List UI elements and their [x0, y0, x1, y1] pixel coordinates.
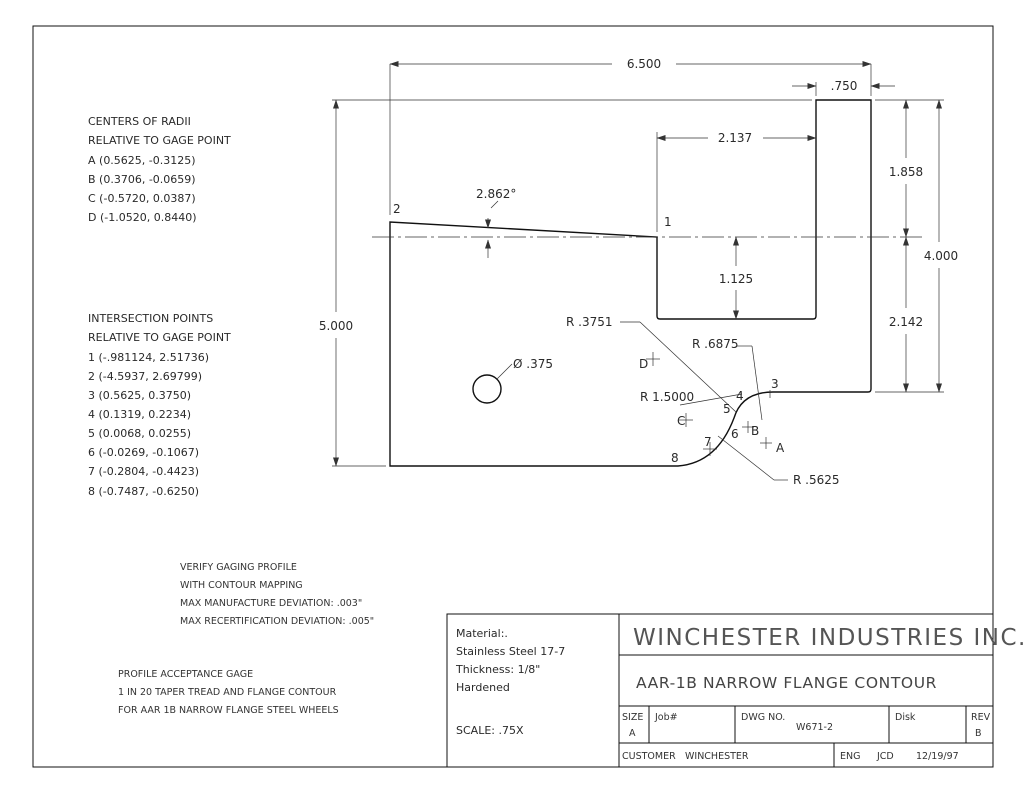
material-line: Stainless Steel 17-7: [456, 645, 565, 658]
hole-circle: [472, 374, 502, 404]
center-marks: [646, 352, 772, 456]
eng-label: ENG: [840, 751, 860, 762]
customer-value: WINCHESTER: [685, 751, 749, 762]
point-label: 7: [704, 435, 712, 449]
customer-label: CUSTOMER: [622, 751, 676, 762]
point-label: 5: [723, 402, 731, 416]
material-line: Thickness: 1/8": [455, 663, 540, 676]
point-label: 1: [664, 215, 672, 229]
radius-leader: [679, 393, 743, 406]
intersect-item: 8 (-0.7487, -0.6250): [88, 485, 199, 498]
intersect-item: 3 (0.5625, 0.3750): [88, 389, 191, 402]
intersect-item: 6 (-0.0269, -0.1067): [88, 446, 199, 459]
dim-left-height: 5.000: [319, 319, 353, 333]
dim-flange-width: .750: [831, 79, 858, 93]
radius-leader: [639, 321, 737, 413]
acceptance-line: 1 IN 20 TAPER TREAD AND FLANGE CONTOUR: [118, 687, 337, 698]
center-label-c: C: [677, 414, 685, 428]
acceptance-note: PROFILE ACCEPTANCE GAGE 1 IN 20 TAPER TR…: [118, 669, 339, 716]
point-label: 6: [731, 427, 739, 441]
drawing-date: 12/19/97: [916, 751, 959, 762]
angle-leader: [490, 200, 499, 209]
title-block-frame: [446, 613, 994, 768]
radius-leader: [751, 345, 763, 421]
point-label: 8: [671, 451, 679, 465]
title-block: Material:. Stainless Steel 17-7 Thicknes…: [446, 613, 1024, 768]
intersect-item: 1 (-.981124, 2.51736): [88, 351, 209, 364]
hole-dimension: Ø .375: [513, 357, 553, 371]
company-name: WINCHESTER INDUSTRIES INC.: [633, 625, 1024, 651]
material-line: Hardened: [456, 681, 510, 694]
point-label: 2: [393, 202, 401, 216]
radii-item: B (0.3706, -0.0659): [88, 173, 196, 186]
hole-leader: [496, 363, 513, 380]
point-label: 4: [736, 389, 744, 403]
dim-slot-width: 2.137: [718, 131, 752, 145]
radii-heading-2: RELATIVE TO GAGE POINT: [88, 134, 231, 147]
eng-value: JCD: [876, 751, 894, 762]
gage-profile-outline: [389, 99, 872, 467]
dim-right-lower: 2.142: [889, 315, 923, 329]
size-label: SIZE: [622, 712, 643, 723]
point-label: 3: [771, 377, 779, 391]
intersect-item: 2 (-4.5937, 2.69799): [88, 370, 202, 383]
rev-value: B: [975, 728, 982, 739]
verify-line: MAX RECERTIFICATION DEVIATION: .005": [180, 616, 374, 627]
verify-note: VERIFY GAGING PROFILE WITH CONTOUR MAPPI…: [180, 562, 374, 627]
radius-15000: R 1.5000: [640, 390, 694, 404]
dwg-label: DWG NO.: [741, 712, 785, 723]
dim-overall-width: 6.500: [627, 57, 661, 71]
dim-right-top: 1.858: [889, 165, 923, 179]
acceptance-line: FOR AAR 1B NARROW FLANGE STEEL WHEELS: [118, 705, 339, 716]
dim-right-total: 4.000: [924, 249, 958, 263]
rev-label: REV: [971, 712, 991, 723]
radius-3751: R .3751: [566, 315, 613, 329]
size-value: A: [629, 728, 636, 739]
verify-line: MAX MANUFACTURE DEVIATION: .003": [180, 598, 362, 609]
intersect-item: 5 (0.0068, 0.0255): [88, 427, 191, 440]
verify-line: VERIFY GAGING PROFILE: [180, 562, 297, 573]
radius-leader: [717, 435, 775, 481]
radii-item: C (-0.5720, 0.0387): [88, 192, 196, 205]
radius-6875: R .6875: [692, 337, 739, 351]
intersect-item: 7 (-0.2804, -0.4423): [88, 465, 199, 478]
radius-5625: R .5625: [793, 473, 840, 487]
center-label-b: B: [751, 424, 759, 438]
intersect-item: 4 (0.1319, 0.2234): [88, 408, 191, 421]
acceptance-line: PROFILE ACCEPTANCE GAGE: [118, 669, 253, 680]
job-label: Job#: [654, 712, 678, 723]
disk-label: Disk: [895, 712, 916, 723]
scale-label: SCALE: .75X: [456, 724, 524, 737]
radii-item: D (-1.0520, 0.8440): [88, 211, 197, 224]
radii-item: A (0.5625, -0.3125): [88, 154, 196, 167]
radii-heading-1: CENTERS OF RADII: [88, 115, 191, 128]
radii-centers-note: CENTERS OF RADII RELATIVE TO GAGE POINT …: [88, 115, 231, 224]
dim-taper-angle: 2.862°: [476, 187, 516, 201]
intersect-heading-2: RELATIVE TO GAGE POINT: [88, 331, 231, 344]
drawing-title: AAR-1B NARROW FLANGE CONTOUR: [636, 674, 937, 692]
center-label-d: D: [639, 357, 648, 371]
center-label-a: A: [776, 441, 785, 455]
dwg-value: W671-2: [796, 722, 833, 733]
intersection-points-note: INTERSECTION POINTS RELATIVE TO GAGE POI…: [88, 312, 231, 498]
intersect-heading-1: INTERSECTION POINTS: [88, 312, 213, 325]
point-labels: 2 1 3 4 5 6 7 8 A B C D: [393, 202, 785, 465]
material-line: Material:.: [456, 627, 508, 640]
verify-line: WITH CONTOUR MAPPING: [180, 580, 303, 591]
dim-slot-depth: 1.125: [719, 272, 753, 286]
